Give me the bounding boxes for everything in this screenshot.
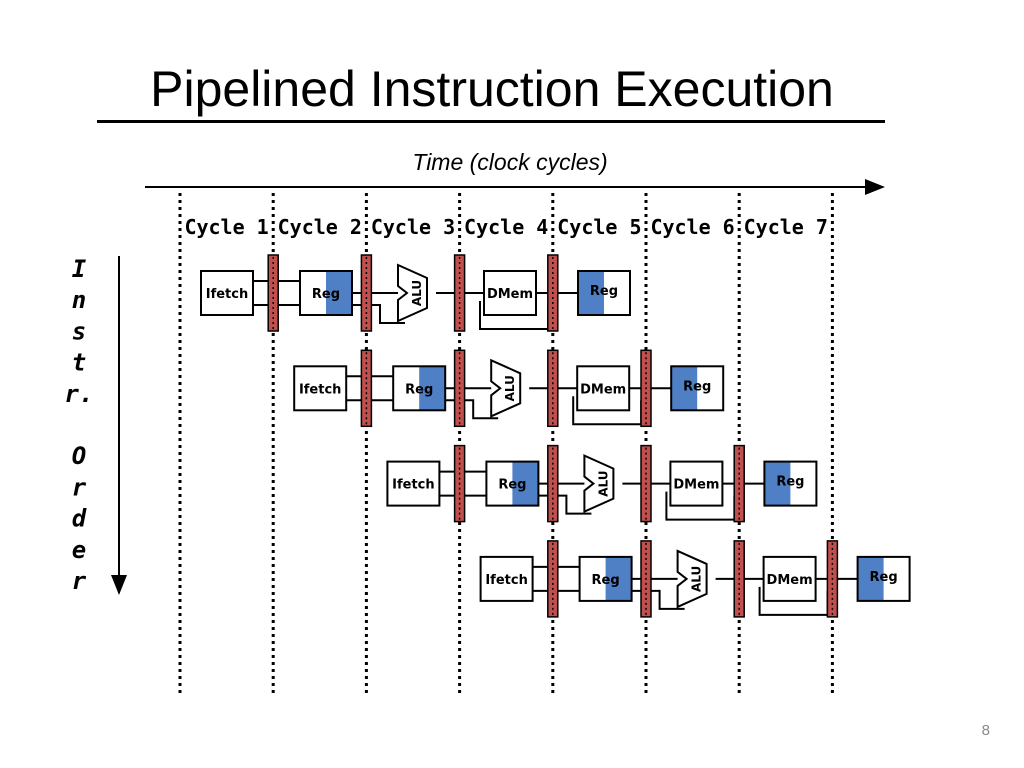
alu-label: ALU <box>596 470 610 496</box>
order-letter: e <box>72 536 86 564</box>
reg-write-label: Reg <box>870 570 898 585</box>
reg-write-label: Reg <box>590 284 618 299</box>
reg-write-outline <box>670 365 725 412</box>
ifetch-stage-box <box>479 555 534 602</box>
dmem-label: DMem <box>580 382 626 397</box>
reg-read-outline <box>392 365 447 412</box>
reg-write-outline <box>856 555 911 602</box>
time-axis-label: Time (clock cycles) <box>412 149 608 175</box>
alu-stage-shape <box>397 263 428 323</box>
instruction-pipeline: Ifetch Reg ALU DMem Reg <box>479 540 911 618</box>
dmem-label: DMem <box>487 287 533 302</box>
ifetch-label: Ifetch <box>299 382 342 397</box>
reg-read-label: Reg <box>405 382 433 397</box>
reg-write-highlight <box>578 271 604 315</box>
reg-write-highlight <box>671 366 698 411</box>
ifetch-label: Ifetch <box>485 573 528 588</box>
reg-write-highlight <box>764 461 791 506</box>
reg-write-label: Reg <box>776 475 804 490</box>
reg-read-label: Reg <box>312 287 340 302</box>
order-letter: r <box>72 473 87 501</box>
dmem-stage-box <box>576 365 631 412</box>
dmem-label: DMem <box>673 478 719 493</box>
order-letter: O <box>72 442 86 470</box>
order-letter: d <box>72 505 87 533</box>
order-letter: r <box>72 567 87 595</box>
slide-title: Pipelined Instruction Execution <box>150 61 834 117</box>
reg-read-highlight <box>512 461 539 506</box>
slide-number: 8 <box>981 722 990 739</box>
alu-stage-shape <box>490 358 522 418</box>
alu-stage-shape <box>676 549 708 609</box>
dmem-stage-box <box>483 270 537 316</box>
alu-label: ALU <box>503 375 517 401</box>
alu-stage-shape <box>583 454 615 514</box>
cycle-label: Cycle 7 <box>744 215 828 239</box>
dmem-stage-box <box>762 555 817 602</box>
cycle-label: Cycle 5 <box>557 215 641 239</box>
title-underline <box>97 120 885 123</box>
cycle-label: Cycle 4 <box>464 215 548 239</box>
reg-read-outline <box>299 270 353 316</box>
order-letter: s <box>72 317 86 345</box>
reg-read-label: Reg <box>498 478 526 493</box>
dmem-label: DMem <box>767 573 813 588</box>
reg-write-outline <box>763 460 818 507</box>
cycle-labels: Cycle 1 Cycle 2 Cycle 3 Cycle 4 Cycle 5 Cycle… <box>184 215 827 239</box>
reg-read-highlight <box>605 556 632 601</box>
order-letter: n <box>72 286 86 314</box>
cycle-label: Cycle 2 <box>278 215 362 239</box>
reg-write-highlight <box>857 556 884 601</box>
dmem-stage-box <box>669 460 724 507</box>
reg-read-outline <box>485 460 540 507</box>
ifetch-stage-box <box>200 270 254 316</box>
ifetch-label: Ifetch <box>392 478 435 493</box>
cycle-label: Cycle 6 <box>650 215 734 239</box>
ifetch-stage-box <box>386 460 441 507</box>
reg-read-highlight <box>419 366 446 411</box>
cycle-label: Cycle 3 <box>371 215 455 239</box>
cycle-label: Cycle 1 <box>184 215 268 239</box>
instruction-pipeline: Ifetch Reg ALU DMem Reg <box>200 254 631 332</box>
order-letter: r. <box>65 380 94 408</box>
reg-read-label: Reg <box>592 573 620 588</box>
reg-read-highlight <box>326 271 352 315</box>
instruction-pipeline: Ifetch Reg ALU DMem Reg <box>293 349 725 428</box>
reg-write-label: Reg <box>683 379 711 394</box>
ifetch-label: Ifetch <box>206 287 249 302</box>
ifetch-stage-box <box>293 365 348 412</box>
order-letter: I <box>72 255 87 283</box>
order-letter: t <box>72 349 86 377</box>
alu-label: ALU <box>410 280 424 306</box>
reg-write-outline <box>577 270 631 316</box>
reg-read-outline <box>578 555 633 602</box>
instruction-pipeline: Ifetch Reg ALU DMem Reg <box>386 444 818 523</box>
alu-label: ALU <box>690 566 704 592</box>
